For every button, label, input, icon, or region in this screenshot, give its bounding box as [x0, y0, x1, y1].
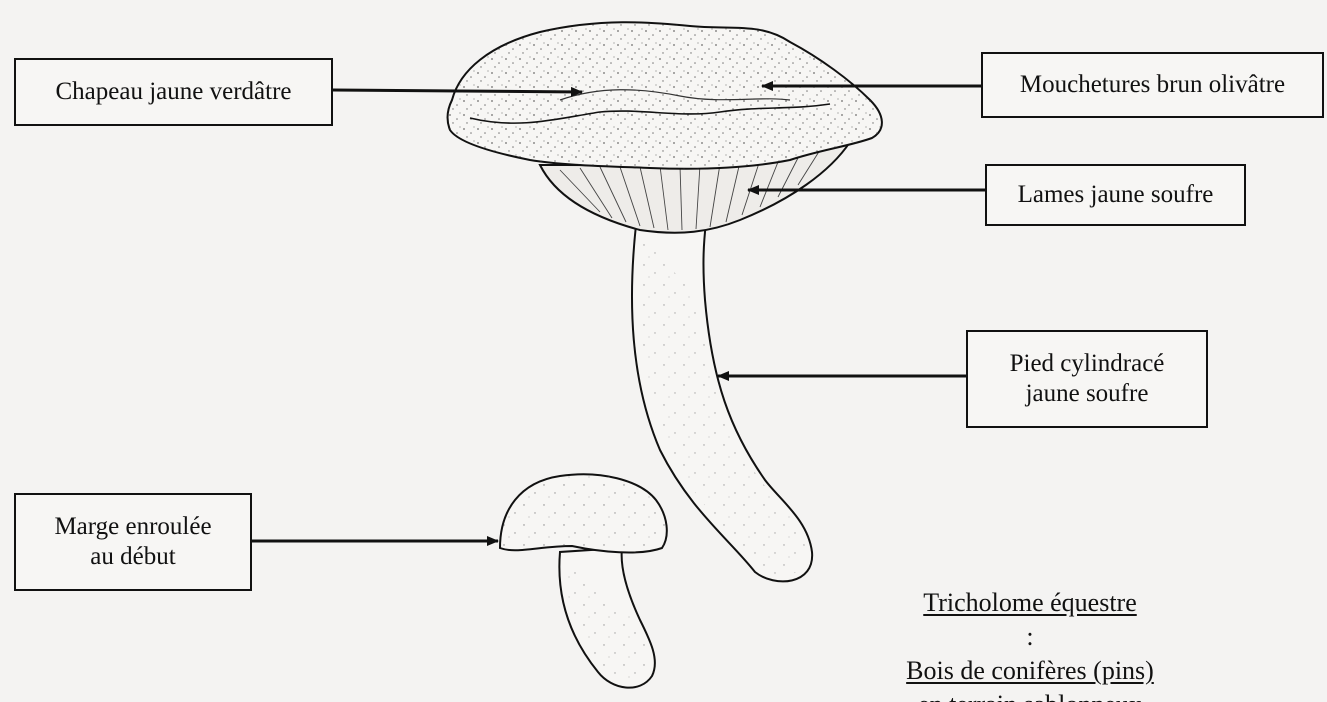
caption-separator: : [850, 620, 1210, 654]
species-caption: Tricholome équestre : Bois de conifères … [850, 586, 1210, 702]
label-stem-line1: Pied cylindracé [1010, 349, 1165, 379]
arrow-cap [333, 90, 582, 92]
caption-title-line: Tricholome équestre : [850, 586, 1210, 654]
label-margin-line1: Marge enroulée [54, 512, 211, 542]
label-cap: Chapeau jaune verdâtre [14, 58, 333, 126]
habitat-line-2: en terrain sablonneux [850, 688, 1210, 702]
label-margin: Marge enroulée au début [14, 493, 252, 591]
species-name: Tricholome équestre [850, 586, 1210, 620]
label-gills: Lames jaune soufre [985, 164, 1246, 226]
label-spots-text: Mouchetures brun olivâtre [1020, 70, 1285, 100]
label-cap-text: Chapeau jaune verdâtre [56, 77, 292, 107]
label-spots: Mouchetures brun olivâtre [981, 52, 1324, 118]
label-gills-text: Lames jaune soufre [1018, 180, 1214, 210]
label-stem-line2: jaune soufre [1026, 379, 1149, 409]
habitat-line-1: Bois de conifères (pins) [850, 654, 1210, 688]
label-margin-line2: au début [90, 542, 175, 572]
label-stem: Pied cylindracé jaune soufre [966, 330, 1208, 428]
